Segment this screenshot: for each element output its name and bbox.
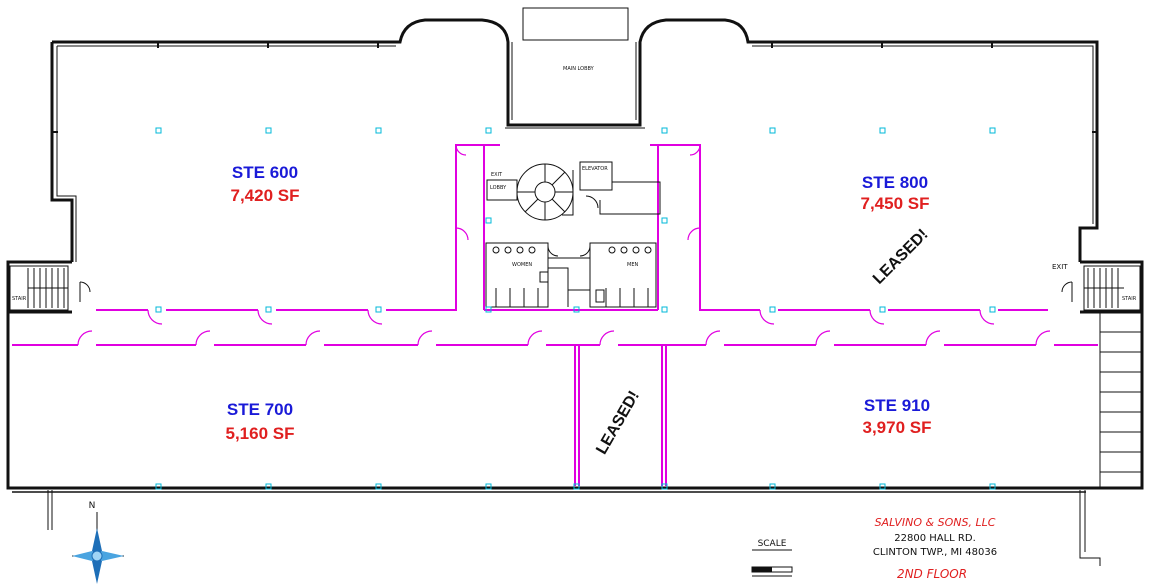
room-label-exit-right: EXIT bbox=[1052, 263, 1068, 271]
suite-partitions bbox=[12, 144, 1098, 486]
address-line-1: 22800 HALL RD. bbox=[894, 533, 976, 544]
title-block: SALVINO & SONS, LLC 22800 HALL RD. CLINT… bbox=[873, 516, 997, 581]
room-label-women: WOMEN bbox=[512, 262, 532, 268]
address-line-2: CLINTON TWP., MI 48036 bbox=[873, 547, 997, 558]
room-label-main-lobby: MAIN LOBBY bbox=[563, 66, 595, 72]
suite-ste-600[interactable]: STE 600 7,420 SF bbox=[231, 163, 300, 205]
suite-area-ste-800: 7,450 SF bbox=[861, 194, 930, 213]
leased-label-ste-800: LEASED! bbox=[870, 226, 932, 288]
column-markers bbox=[155, 127, 996, 490]
door-swings bbox=[77, 144, 1051, 346]
suite-area-ste-910: 3,970 SF bbox=[863, 418, 932, 437]
suite-name-ste-800: STE 800 bbox=[862, 173, 928, 192]
suite-area-ste-700: 5,160 SF bbox=[226, 424, 295, 443]
restrooms bbox=[485, 242, 657, 308]
stair-left bbox=[9, 265, 91, 311]
scale-bar: SCALE bbox=[751, 539, 793, 577]
suite-name-ste-910: STE 910 bbox=[864, 396, 930, 415]
stair-right bbox=[1061, 265, 1141, 311]
room-label-exit-stair: EXIT bbox=[491, 172, 503, 178]
suite-ste-800[interactable]: STE 800 7,450 SF bbox=[861, 173, 930, 213]
floor-label: 2ND FLOOR bbox=[897, 567, 967, 581]
north-label: N bbox=[89, 501, 96, 511]
leased-label-middle: LEASED! bbox=[593, 388, 643, 457]
room-label-men: MEN bbox=[627, 262, 638, 268]
wall-ticks bbox=[52, 42, 1098, 133]
owner-name: SALVINO & SONS, LLC bbox=[875, 516, 996, 529]
room-label-stair-left: STAIR bbox=[12, 296, 27, 302]
suite-name-ste-600: STE 600 bbox=[232, 163, 298, 182]
room-label-lobby: LOBBY bbox=[490, 185, 507, 191]
suite-name-ste-700: STE 700 bbox=[227, 400, 293, 419]
suite-area-ste-600: 7,420 SF bbox=[231, 186, 300, 205]
suite-ste-700[interactable]: STE 700 5,160 SF bbox=[226, 400, 295, 443]
interior-structure bbox=[12, 7, 1143, 566]
room-label-elevator: ELEVATOR bbox=[582, 166, 608, 172]
north-arrow-icon: N bbox=[72, 501, 124, 584]
suite-ste-910[interactable]: STE 910 3,970 SF bbox=[863, 396, 932, 437]
core-stair bbox=[486, 161, 661, 221]
scale-label: SCALE bbox=[758, 539, 787, 549]
room-label-stair-right: STAIR bbox=[1122, 296, 1137, 302]
